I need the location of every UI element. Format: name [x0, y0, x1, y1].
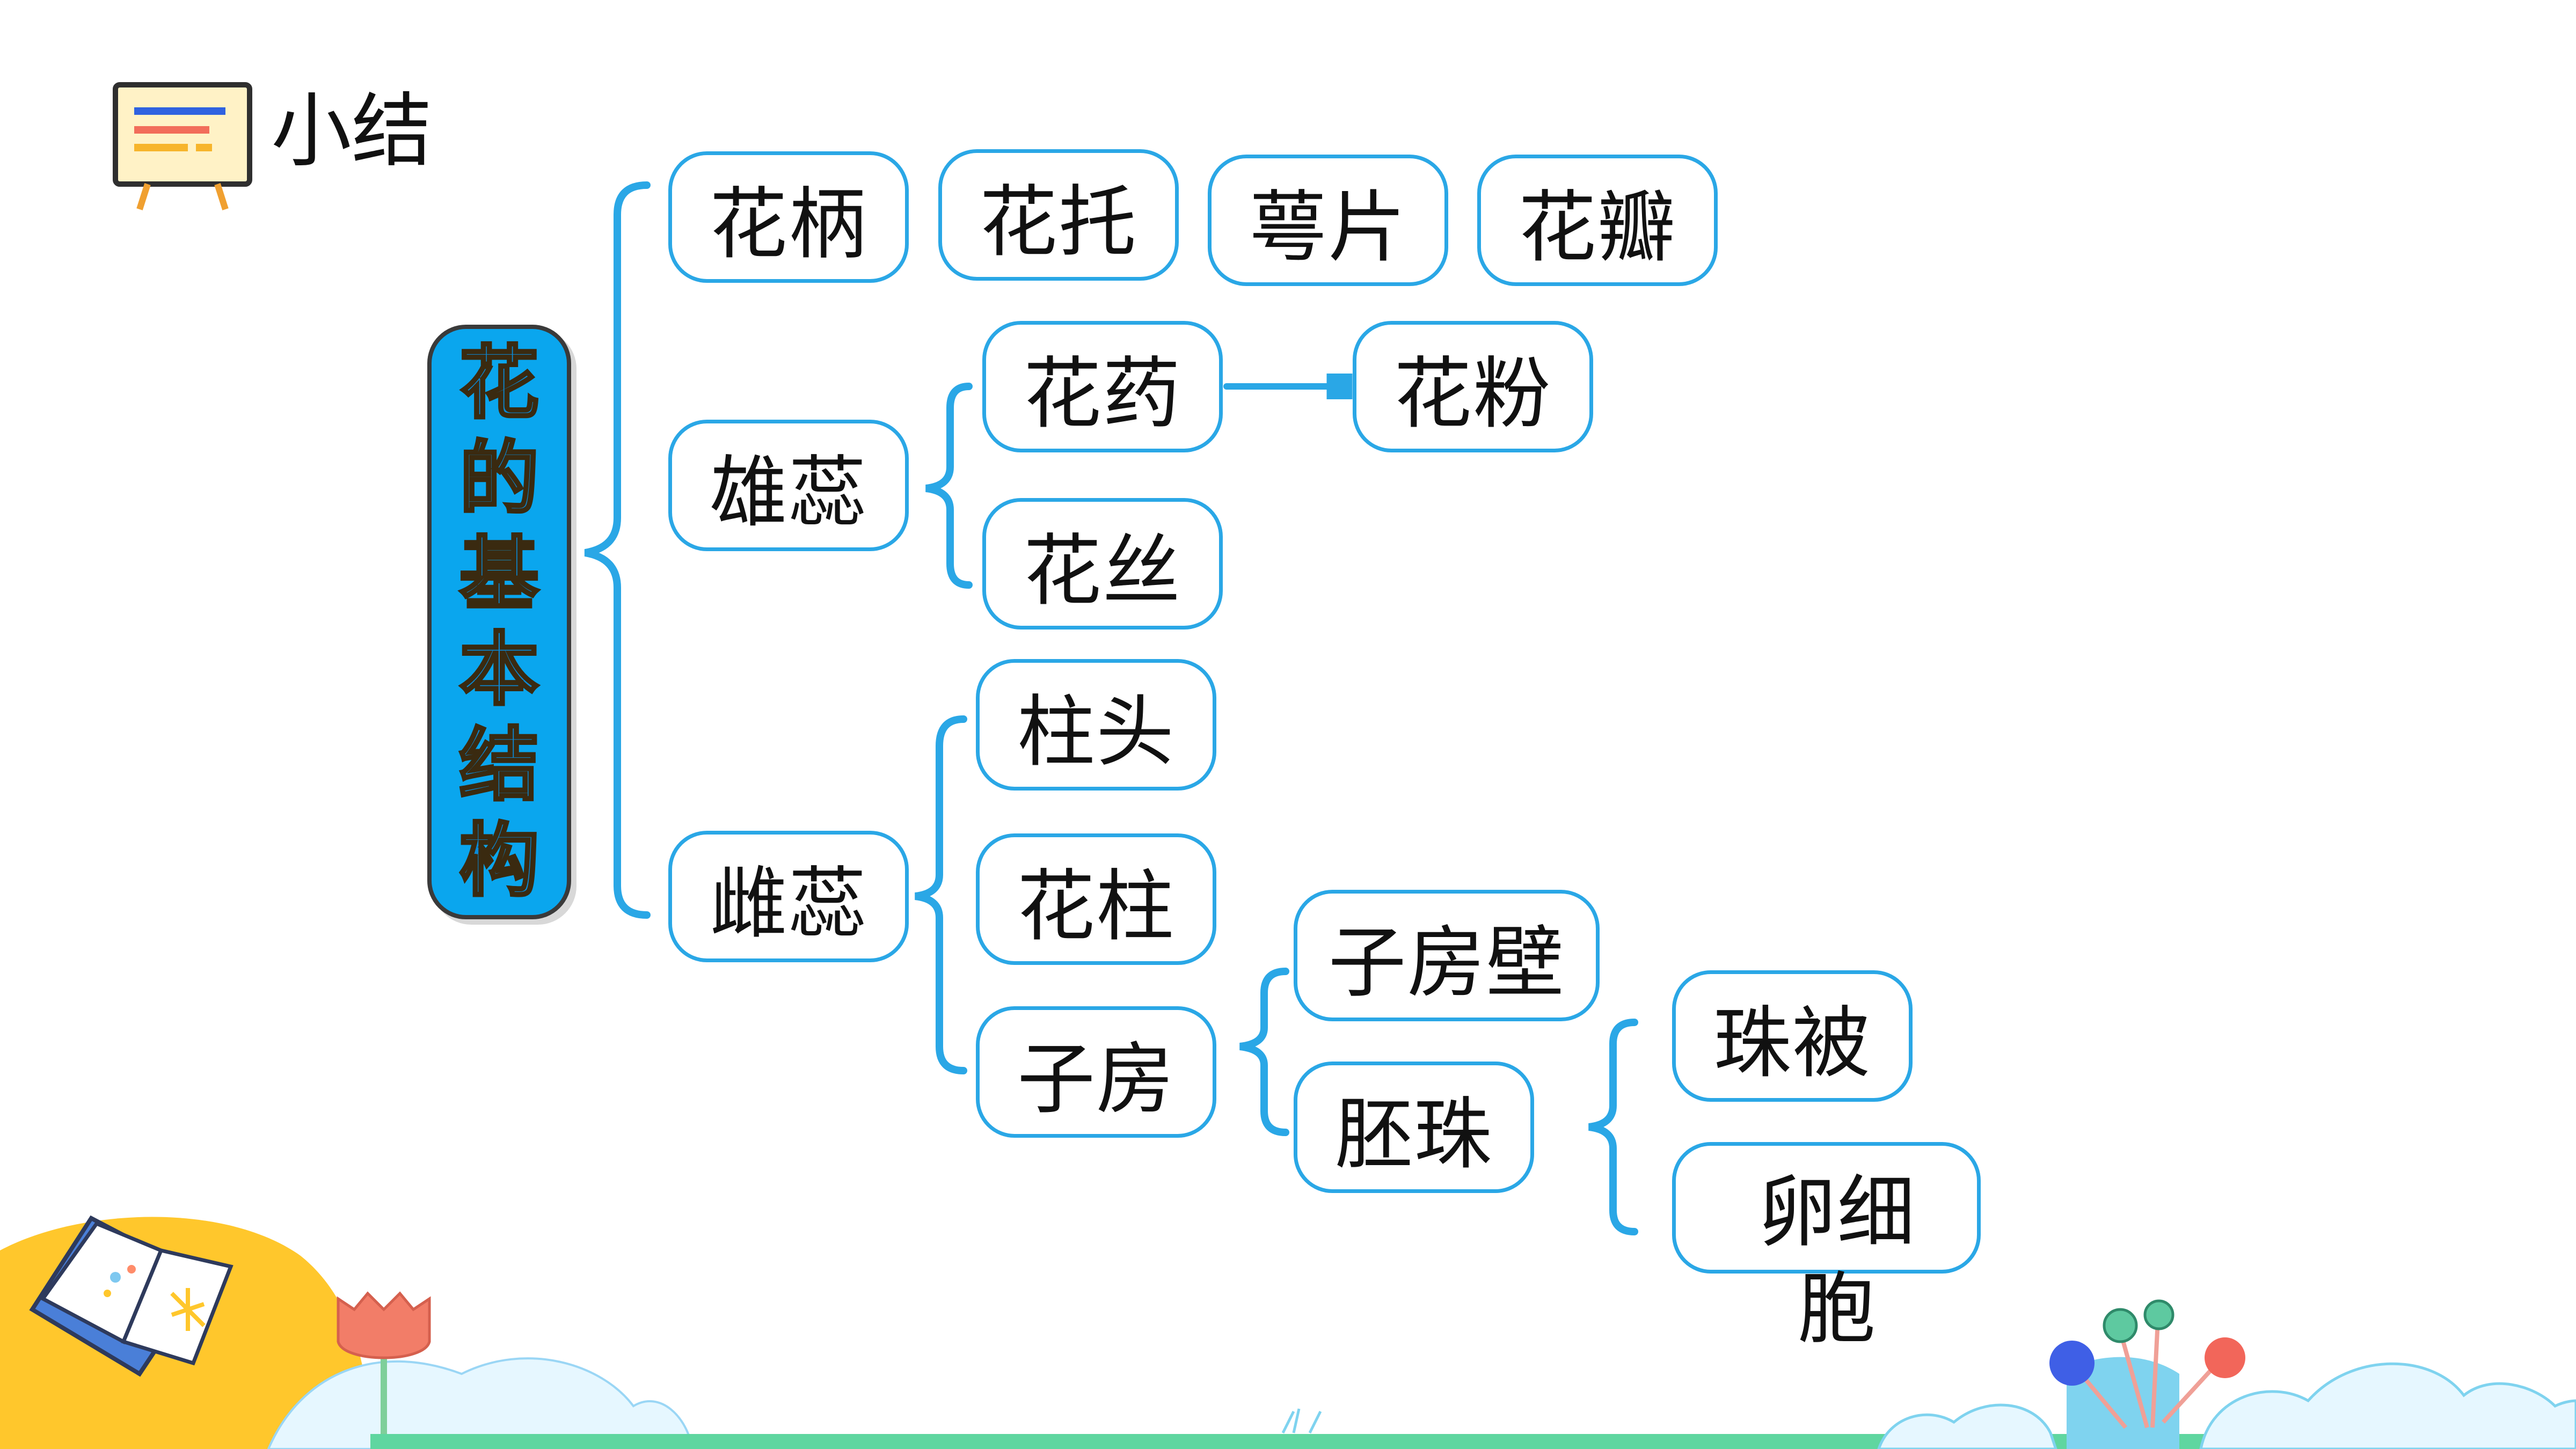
root-char-2: 的	[458, 431, 541, 526]
node-integument: 珠被	[1672, 970, 1913, 1102]
node-filament: 花丝	[982, 498, 1223, 630]
root-node: 花 的 基 本 结 构	[427, 325, 571, 919]
node-receptacle: 花托	[938, 149, 1179, 281]
node-ovary-wall: 子房壁	[1294, 890, 1600, 1021]
stamen-brace	[925, 383, 973, 589]
node-sepal: 萼片	[1208, 155, 1448, 286]
node-pedicel: 花柄	[668, 151, 909, 283]
main-brace	[584, 181, 651, 919]
root-char-1: 花	[458, 336, 541, 431]
root-char-5: 结	[458, 718, 541, 813]
open-book-icon	[29, 1215, 233, 1377]
root-char-4: 本	[458, 623, 541, 718]
ovary-brace	[1239, 968, 1289, 1136]
node-stigma: 柱头	[976, 659, 1216, 791]
tulip-icon	[337, 1291, 1322, 1449]
node-ovule: 胚珠	[1294, 1062, 1534, 1193]
node-style: 花柱	[976, 833, 1216, 965]
root-char-6: 构	[458, 814, 541, 909]
egg-cell-label: 卵细胞	[1758, 1167, 1916, 1355]
pistil-brace	[915, 715, 967, 1074]
ovule-brace	[1588, 1019, 1638, 1235]
page-title: 小结	[271, 85, 433, 178]
presentation-board-icon	[113, 82, 252, 210]
node-stamen: 雄蕊	[668, 420, 909, 551]
root-char-3: 基	[458, 527, 541, 622]
node-petal: 花瓣	[1477, 155, 1718, 286]
node-pollen: 花粉	[1353, 321, 1593, 452]
cloud-icon	[1877, 1362, 2576, 1449]
balloon-tree-icon	[2049, 1299, 2245, 1449]
node-anther: 花药	[982, 321, 1223, 452]
node-ovary: 子房	[976, 1006, 1216, 1138]
node-egg-cell: 卵细胞	[1672, 1142, 1981, 1355]
node-pistil: 雌蕊	[668, 831, 909, 962]
